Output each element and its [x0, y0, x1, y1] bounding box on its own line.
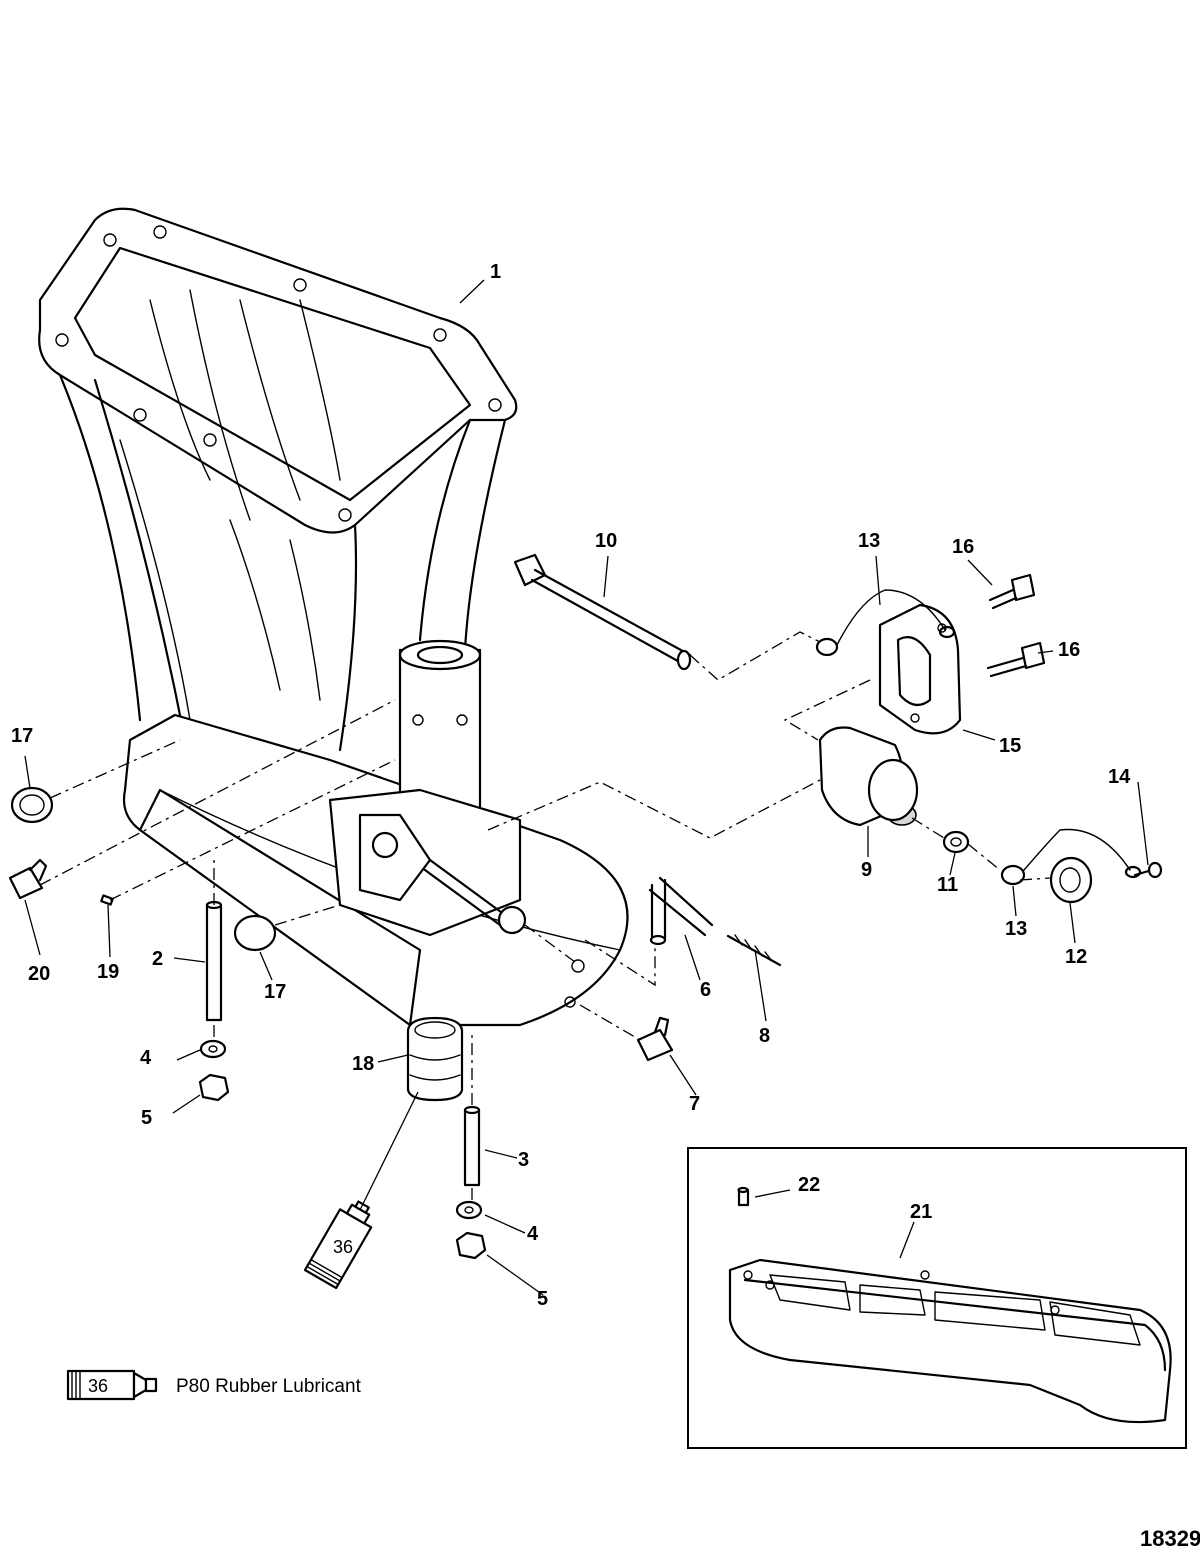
bolt-16-lower [986, 641, 1046, 678]
nut-5-center [455, 1231, 487, 1260]
legend-tube-label: 36 [88, 1376, 108, 1396]
callout-4: 4 [527, 1223, 539, 1245]
callout-14: 14 [1108, 766, 1131, 788]
callout-3: 3 [518, 1149, 529, 1171]
washer-4-left [199, 1039, 227, 1059]
fitting-20 [8, 858, 48, 900]
ground-strap-13-lower [1000, 828, 1142, 886]
bolt-10 [513, 553, 692, 671]
callout-12: 12 [1065, 946, 1087, 968]
plug-17-left [10, 786, 54, 824]
washer-11 [942, 830, 970, 854]
ground-strap-13-upper [815, 589, 956, 657]
mount-bracket-15 [878, 603, 962, 735]
driveshaft-bearing-carrier [328, 639, 527, 937]
housing-21 [728, 1258, 1172, 1424]
rubber-mount-9 [818, 726, 919, 827]
callout-22: 22 [798, 1174, 820, 1196]
legend-text: P80 Rubber Lubricant [176, 1376, 362, 1397]
callout-13: 13 [858, 530, 880, 552]
callout-17: 17 [264, 981, 286, 1003]
figure-number: 18329 [1140, 1526, 1200, 1551]
callout-10: 10 [595, 530, 617, 552]
lubricant-tube-label: 36 [333, 1237, 353, 1257]
callout-21: 21 [910, 1201, 932, 1223]
callout-4: 4 [140, 1047, 152, 1069]
screw-14 [1133, 861, 1163, 879]
callout-17: 17 [11, 725, 33, 747]
inset-frame [687, 1147, 1187, 1449]
callout-1: 1 [490, 261, 501, 283]
callout-numbers: 1 2 3 4 4 5 5 6 7 8 9 10 11 12 13 13 14 … [11, 261, 1131, 1310]
screw-8 [726, 934, 782, 967]
callout-18: 18 [352, 1053, 374, 1075]
callout-5: 5 [141, 1107, 152, 1129]
callout-16: 16 [1058, 639, 1080, 661]
callout-7: 7 [689, 1093, 700, 1115]
stud-3 [463, 1105, 481, 1187]
plug-17-center [233, 914, 277, 952]
nut-5-left [198, 1073, 230, 1102]
fitting-7 [636, 1016, 674, 1062]
callout-6: 6 [700, 979, 711, 1001]
washer-4-center [455, 1200, 483, 1220]
callout-11: 11 [937, 874, 958, 896]
callout-5: 5 [537, 1288, 548, 1310]
callout-2: 2 [152, 948, 163, 970]
callout-20: 20 [28, 963, 50, 985]
callout-15: 15 [999, 735, 1021, 757]
legend-tube-icon [66, 1369, 158, 1401]
lubricant-tube [303, 1200, 373, 1290]
leader-lines [24, 279, 1149, 1296]
callout-9: 9 [861, 859, 872, 881]
pin-22 [737, 1186, 750, 1207]
alignment-lines [39, 631, 1051, 1200]
nut-12 [1049, 856, 1093, 904]
callout-16: 16 [952, 536, 974, 558]
callout-13: 13 [1005, 918, 1027, 940]
stud-2 [205, 900, 223, 1022]
pin-19 [100, 894, 114, 906]
callout-8: 8 [759, 1025, 770, 1047]
callout-19: 19 [97, 961, 119, 983]
grommet-18 [406, 1016, 464, 1102]
driveshaft-housing [38, 207, 629, 1027]
bolt-16-upper [988, 573, 1036, 610]
water-tube-6 [648, 876, 714, 946]
